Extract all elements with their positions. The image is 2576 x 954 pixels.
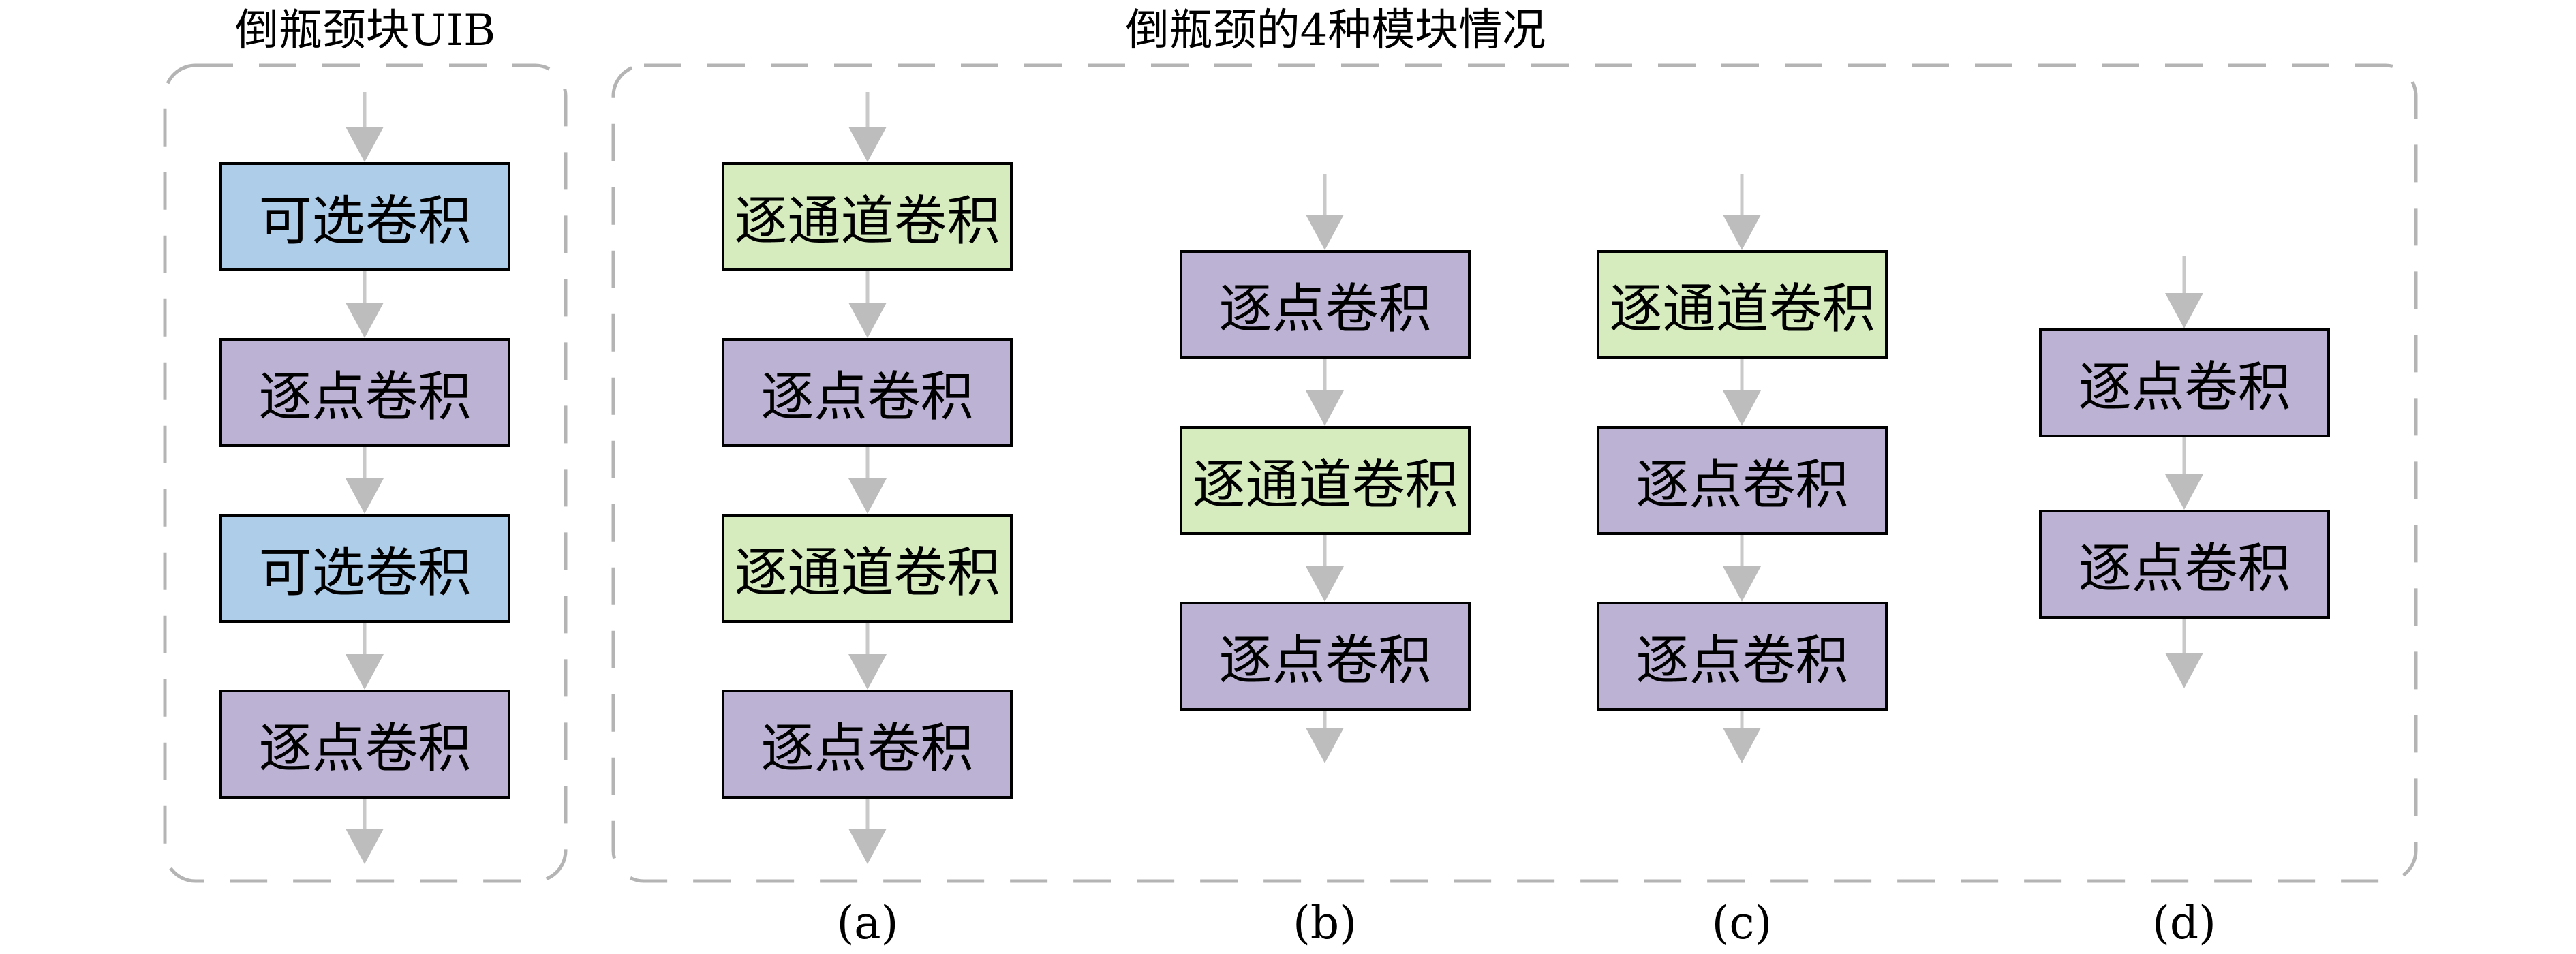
arrow-line bbox=[363, 92, 367, 129]
down-arrow bbox=[848, 92, 887, 162]
down-arrow bbox=[2165, 619, 2203, 688]
arrow-line bbox=[865, 92, 870, 129]
down-arrow bbox=[1723, 711, 1761, 763]
uib-box-optional-conv-2: 可选卷积 bbox=[219, 514, 510, 623]
down-arrow bbox=[1723, 359, 1761, 426]
arrow-line bbox=[2182, 619, 2186, 656]
arrow-line bbox=[363, 799, 367, 831]
case-b-box-pointwise-conv-1: 逐点卷积 bbox=[1180, 250, 1471, 359]
down-arrow bbox=[1306, 535, 1344, 602]
case-a-caption: (a) bbox=[836, 897, 899, 949]
uib-group-title: 倒瓶颈块UIB bbox=[234, 5, 496, 56]
down-arrow bbox=[346, 92, 384, 162]
case-d-caption: (d) bbox=[2152, 897, 2216, 949]
arrow-head-icon bbox=[1306, 215, 1344, 250]
arrow-head-icon bbox=[2165, 653, 2203, 688]
arrow-head-icon bbox=[1723, 215, 1761, 250]
down-arrow bbox=[1723, 535, 1761, 602]
arrow-line bbox=[1740, 535, 1744, 569]
down-arrow bbox=[346, 271, 384, 338]
uib-box-pointwise-conv-2: 逐点卷积 bbox=[219, 690, 510, 799]
arrow-line bbox=[865, 271, 870, 305]
arrow-head-icon bbox=[2165, 293, 2203, 328]
down-arrow bbox=[346, 799, 384, 864]
arrow-line bbox=[865, 447, 870, 481]
arrow-line bbox=[1740, 174, 1744, 217]
arrow-line bbox=[363, 623, 367, 657]
arrow-head-icon bbox=[346, 478, 384, 514]
down-arrow bbox=[848, 799, 887, 864]
arrow-head-icon bbox=[346, 829, 384, 864]
arrow-head-icon bbox=[848, 654, 887, 690]
down-arrow bbox=[1306, 174, 1344, 250]
down-arrow bbox=[848, 623, 887, 690]
arrow-head-icon bbox=[848, 829, 887, 864]
arrow-line bbox=[363, 447, 367, 481]
arrow-line bbox=[1740, 711, 1744, 730]
down-arrow bbox=[848, 447, 887, 514]
arrow-head-icon bbox=[346, 127, 384, 162]
cases-group-title: 倒瓶颈的4种模块情况 bbox=[1125, 5, 1546, 56]
case-a-box-pointwise-conv-1: 逐点卷积 bbox=[722, 338, 1013, 447]
case-d-box-pointwise-conv-1: 逐点卷积 bbox=[2039, 328, 2330, 437]
arrow-head-icon bbox=[848, 303, 887, 338]
arrow-line bbox=[363, 271, 367, 305]
case-c-caption: (c) bbox=[1711, 897, 1773, 949]
arrow-head-icon bbox=[1306, 390, 1344, 426]
case-c-box-pointwise-conv-2: 逐点卷积 bbox=[1597, 602, 1888, 711]
case-b-box-depthwise-conv-1: 逐通道卷积 bbox=[1180, 426, 1471, 535]
arrow-head-icon bbox=[1723, 390, 1761, 426]
arrow-line bbox=[2182, 437, 2186, 477]
down-arrow bbox=[848, 271, 887, 338]
arrow-head-icon bbox=[1723, 566, 1761, 602]
case-c-box-pointwise-conv-1: 逐点卷积 bbox=[1597, 426, 1888, 535]
arrow-line bbox=[1323, 535, 1327, 569]
case-a-box-depthwise-conv-1: 逐通道卷积 bbox=[722, 162, 1013, 271]
arrow-line bbox=[1323, 711, 1327, 730]
uib-box-pointwise-conv-1: 逐点卷积 bbox=[219, 338, 510, 447]
arrow-head-icon bbox=[1723, 728, 1761, 763]
arrow-line bbox=[1323, 174, 1327, 217]
case-c-box-depthwise-conv-1: 逐通道卷积 bbox=[1597, 250, 1888, 359]
down-arrow bbox=[1306, 359, 1344, 426]
case-b-caption: (b) bbox=[1293, 897, 1357, 949]
arrow-line bbox=[1323, 359, 1327, 393]
case-a-box-depthwise-conv-2: 逐通道卷积 bbox=[722, 514, 1013, 623]
case-a-box-pointwise-conv-2: 逐点卷积 bbox=[722, 690, 1013, 799]
arrow-head-icon bbox=[1306, 728, 1344, 763]
down-arrow bbox=[346, 447, 384, 514]
arrow-head-icon bbox=[346, 303, 384, 338]
arrow-head-icon bbox=[848, 478, 887, 514]
arrow-head-icon bbox=[2165, 474, 2203, 510]
down-arrow bbox=[346, 623, 384, 690]
down-arrow bbox=[1306, 711, 1344, 763]
arrow-head-icon bbox=[1306, 566, 1344, 602]
cases-dashed-container bbox=[611, 63, 2418, 883]
arrow-line bbox=[865, 799, 870, 831]
uib-dashed-container bbox=[163, 63, 568, 883]
arrow-line bbox=[2182, 256, 2186, 296]
arrow-line bbox=[1740, 359, 1744, 393]
arrow-head-icon bbox=[346, 654, 384, 690]
down-arrow bbox=[1723, 174, 1761, 250]
down-arrow bbox=[2165, 256, 2203, 328]
uib-box-optional-conv-1: 可选卷积 bbox=[219, 162, 510, 271]
arrow-line bbox=[865, 623, 870, 657]
case-b-box-pointwise-conv-2: 逐点卷积 bbox=[1180, 602, 1471, 711]
case-d-box-pointwise-conv-2: 逐点卷积 bbox=[2039, 510, 2330, 619]
arrow-head-icon bbox=[848, 127, 887, 162]
down-arrow bbox=[2165, 437, 2203, 510]
